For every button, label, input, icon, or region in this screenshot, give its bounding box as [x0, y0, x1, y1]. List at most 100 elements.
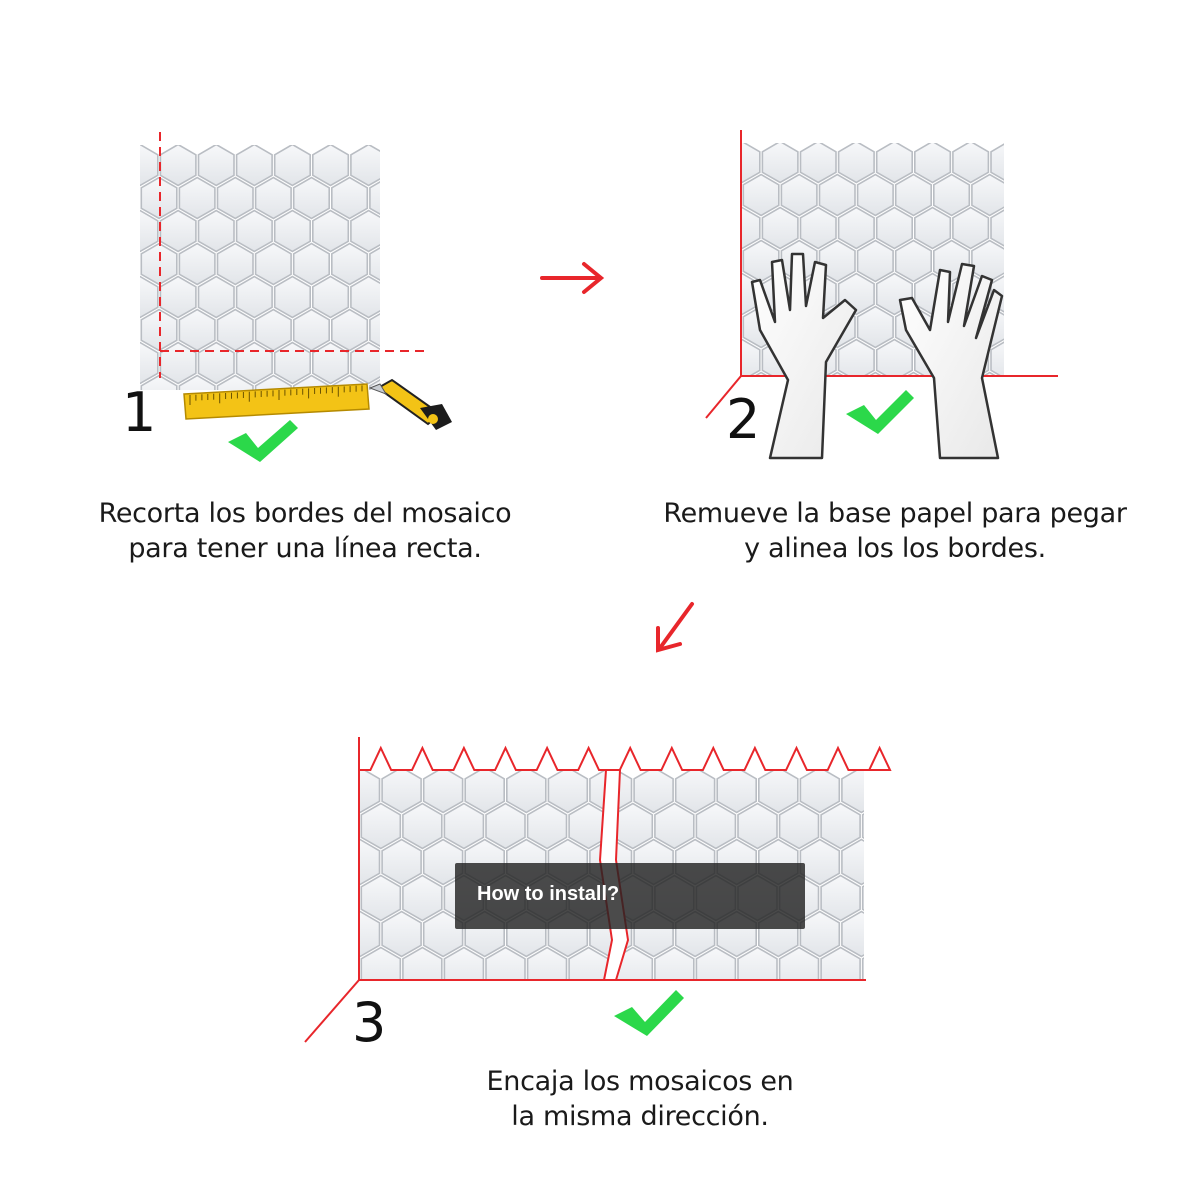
- caption-line: y alinea los los bordes.: [744, 533, 1046, 564]
- hexagon-tile: [952, 206, 990, 250]
- hexagon-tile: [894, 239, 933, 283]
- hexagon-tile: [705, 307, 741, 348]
- hexagon-tile: [932, 173, 971, 217]
- hexagon-tile: [616, 802, 654, 850]
- hexagon-tile: [1010, 175, 1046, 216]
- step-1-illustration: [84, 132, 452, 430]
- hexagon-tile: [350, 341, 380, 385]
- hexagon-tile: [320, 876, 359, 921]
- hexagon-tile: [402, 946, 443, 980]
- hexagon-tile: [254, 308, 292, 352]
- floor-edge-line: [304, 979, 360, 1043]
- hexagon-tile: [216, 176, 254, 220]
- hexagon-tile: [360, 874, 402, 922]
- hexagon-tile: [686, 340, 722, 381]
- hexagon-tile: [485, 802, 526, 850]
- hexagon-tile: [443, 946, 485, 980]
- hexagon-tile: [761, 206, 799, 250]
- hexagon-tile: [894, 173, 933, 217]
- hexagon-tile: [103, 178, 139, 219]
- hexagon-tile: [547, 770, 589, 814]
- hexagon-tile: [742, 338, 761, 375]
- step-3-caption: Encaja los mosaicos en la misma direcció…: [440, 1064, 840, 1134]
- hexagon-tile: [990, 341, 1004, 375]
- hexagon-tile: [381, 838, 422, 886]
- hexagon-tile: [841, 838, 864, 886]
- step-1-tile-sheet: [84, 145, 425, 390]
- hexagon-tile: [875, 206, 914, 250]
- hexagon-tile: [913, 206, 952, 250]
- hexagon-tile: [820, 946, 861, 980]
- hexagon-tile: [837, 338, 875, 375]
- hexagon-tile: [330, 308, 369, 352]
- hexagon-tile: [389, 343, 425, 384]
- hexagon-tile: [841, 770, 864, 814]
- step-1-caption: Recorta los bordes del mosaico para tene…: [60, 496, 550, 566]
- hexagon-tile: [292, 176, 331, 220]
- hexagon-tile: [299, 912, 338, 957]
- hexagon-tile: [799, 838, 841, 886]
- arrow-down-left-icon: [656, 602, 694, 653]
- check-icon: [614, 990, 684, 1036]
- hexagon-tile: [884, 768, 923, 813]
- hexagon-tile: [778, 946, 820, 980]
- hexagon-tile: [526, 946, 568, 980]
- hexagon-tile: [320, 804, 359, 849]
- hexagon-tile: [360, 770, 381, 814]
- hexagon-tile: [103, 310, 139, 351]
- hexagon-tile: [695, 802, 737, 850]
- hexagon-tile: [140, 145, 159, 187]
- hexagon-tile: [84, 145, 120, 186]
- hexagon-tile: [841, 910, 864, 958]
- hexagon-tile: [686, 142, 722, 183]
- hexagon-tile: [369, 181, 380, 216]
- how-to-install-overlay[interactable]: How to install?: [455, 863, 805, 929]
- hexagon-tile: [311, 341, 350, 385]
- step-number: 2: [726, 388, 761, 451]
- hexagon-tile: [875, 143, 914, 184]
- hexagon-tile: [695, 946, 737, 980]
- hexagon-tile: [875, 338, 914, 375]
- hexagon-tile: [140, 275, 159, 319]
- hexagon-tile: [761, 143, 799, 184]
- hexagon-tile: [818, 173, 856, 217]
- hexagon-tile: [742, 173, 780, 217]
- check-icon: [228, 420, 298, 462]
- hexagon-tile: [159, 275, 197, 319]
- hexagon-tile: [159, 209, 197, 253]
- hexagon-tile: [178, 242, 216, 286]
- hexagon-tile: [990, 143, 1004, 181]
- caption-line: la misma dirección.: [511, 1101, 769, 1132]
- hexagon-tile: [861, 802, 864, 850]
- ruler-icon: [183, 383, 370, 420]
- hexagon-tile: [216, 374, 254, 390]
- hexagon-tile: [884, 912, 923, 957]
- hexagon-tile: [952, 143, 990, 184]
- floor-edge-line: [705, 375, 742, 419]
- hexagon-tile: [389, 145, 425, 186]
- hexagon-tile: [389, 211, 425, 252]
- hexagon-tile: [140, 242, 178, 286]
- hexagon-tile: [856, 239, 894, 283]
- hexagon-tile: [350, 209, 380, 253]
- hexagon-tile: [820, 802, 861, 850]
- hexagon-tile: [84, 211, 120, 252]
- hexagon-tile: [216, 242, 254, 286]
- hexagon-tile: [799, 143, 837, 184]
- hexagon-tile: [820, 874, 861, 922]
- hexagon-tile: [799, 770, 841, 814]
- hexagon-tile: [686, 274, 722, 315]
- hexagon-tile: [299, 840, 338, 885]
- step-number: 1: [122, 381, 157, 444]
- hexagon-tile: [84, 343, 120, 384]
- hexagon-tile: [360, 838, 381, 886]
- hexagon-tile: [330, 176, 369, 220]
- hexagon-tile: [235, 275, 273, 319]
- caption-line: Recorta los bordes del mosaico: [98, 498, 512, 529]
- hexagon-tile: [755, 371, 767, 375]
- hexagon-tile: [254, 374, 292, 390]
- hexagon-tile: [526, 802, 568, 850]
- overlay-label: How to install?: [477, 883, 620, 905]
- hexagon-tile: [216, 308, 254, 352]
